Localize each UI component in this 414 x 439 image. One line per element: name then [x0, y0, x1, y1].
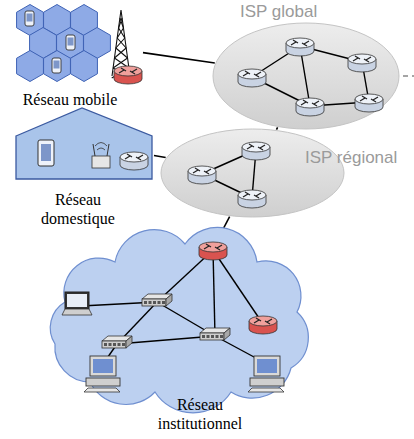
router-icon	[296, 98, 324, 116]
router-icon	[238, 190, 266, 208]
region-label: Réseau mobile	[23, 90, 118, 109]
region-illustration	[212, 22, 400, 130]
region-label-box: Réseau institutionnel	[143, 395, 257, 433]
tablet-icon	[38, 140, 54, 166]
phone-icon	[66, 35, 75, 50]
switch-icon	[142, 294, 172, 306]
network-region: Réseau institutionnel	[45, 232, 310, 400]
isp-ellipse	[213, 23, 399, 129]
region-label: Réseau institutionnel	[143, 395, 257, 433]
router-icon	[120, 152, 148, 170]
router-icon	[348, 54, 376, 72]
isp-ellipse	[161, 129, 344, 217]
link-line	[213, 250, 215, 336]
cloud-outline	[50, 227, 308, 412]
switch-icon	[200, 328, 230, 340]
region-illustration	[14, 106, 154, 180]
network-region: ISP global	[212, 22, 400, 130]
router-icon	[242, 142, 270, 160]
phone-icon	[25, 11, 34, 26]
network-region: Réseau domestique	[14, 106, 154, 180]
network-link	[143, 53, 215, 63]
router-icon	[188, 166, 216, 184]
router-icon	[199, 242, 227, 260]
region-label: ISP global	[240, 2, 317, 21]
phone-icon	[52, 58, 61, 73]
router-icon	[249, 316, 277, 334]
region-illustration	[45, 232, 310, 400]
region-label-box: Réseau mobile	[5, 90, 135, 109]
region-label-box: Réseau domestique	[31, 190, 125, 228]
network-region: Réseau mobile	[8, 2, 143, 84]
region-label: ISP régional	[305, 148, 397, 167]
cell-hexagon	[71, 51, 98, 82]
pc-icon	[248, 356, 284, 392]
laptop-icon	[62, 292, 92, 315]
link-line	[213, 250, 263, 324]
wifi-box	[92, 143, 110, 169]
switch-icon	[102, 336, 132, 348]
region-label-box: ISP régional	[305, 148, 400, 167]
network-region: ISP régional	[160, 128, 345, 218]
cell-hexagon	[17, 51, 44, 82]
region-label: Réseau domestique	[31, 190, 125, 228]
network-link	[154, 155, 166, 157]
house-outline	[16, 108, 152, 179]
cell-hexagon	[44, 51, 71, 82]
region-illustration	[160, 128, 345, 218]
router-icon	[355, 94, 383, 112]
router-icon	[114, 66, 142, 84]
pc-icon	[84, 356, 120, 392]
region-illustration	[8, 2, 143, 84]
router-icon	[286, 38, 314, 56]
region-label-box: ISP global	[240, 2, 360, 21]
network-link	[276, 127, 277, 129]
router-icon	[238, 69, 266, 87]
